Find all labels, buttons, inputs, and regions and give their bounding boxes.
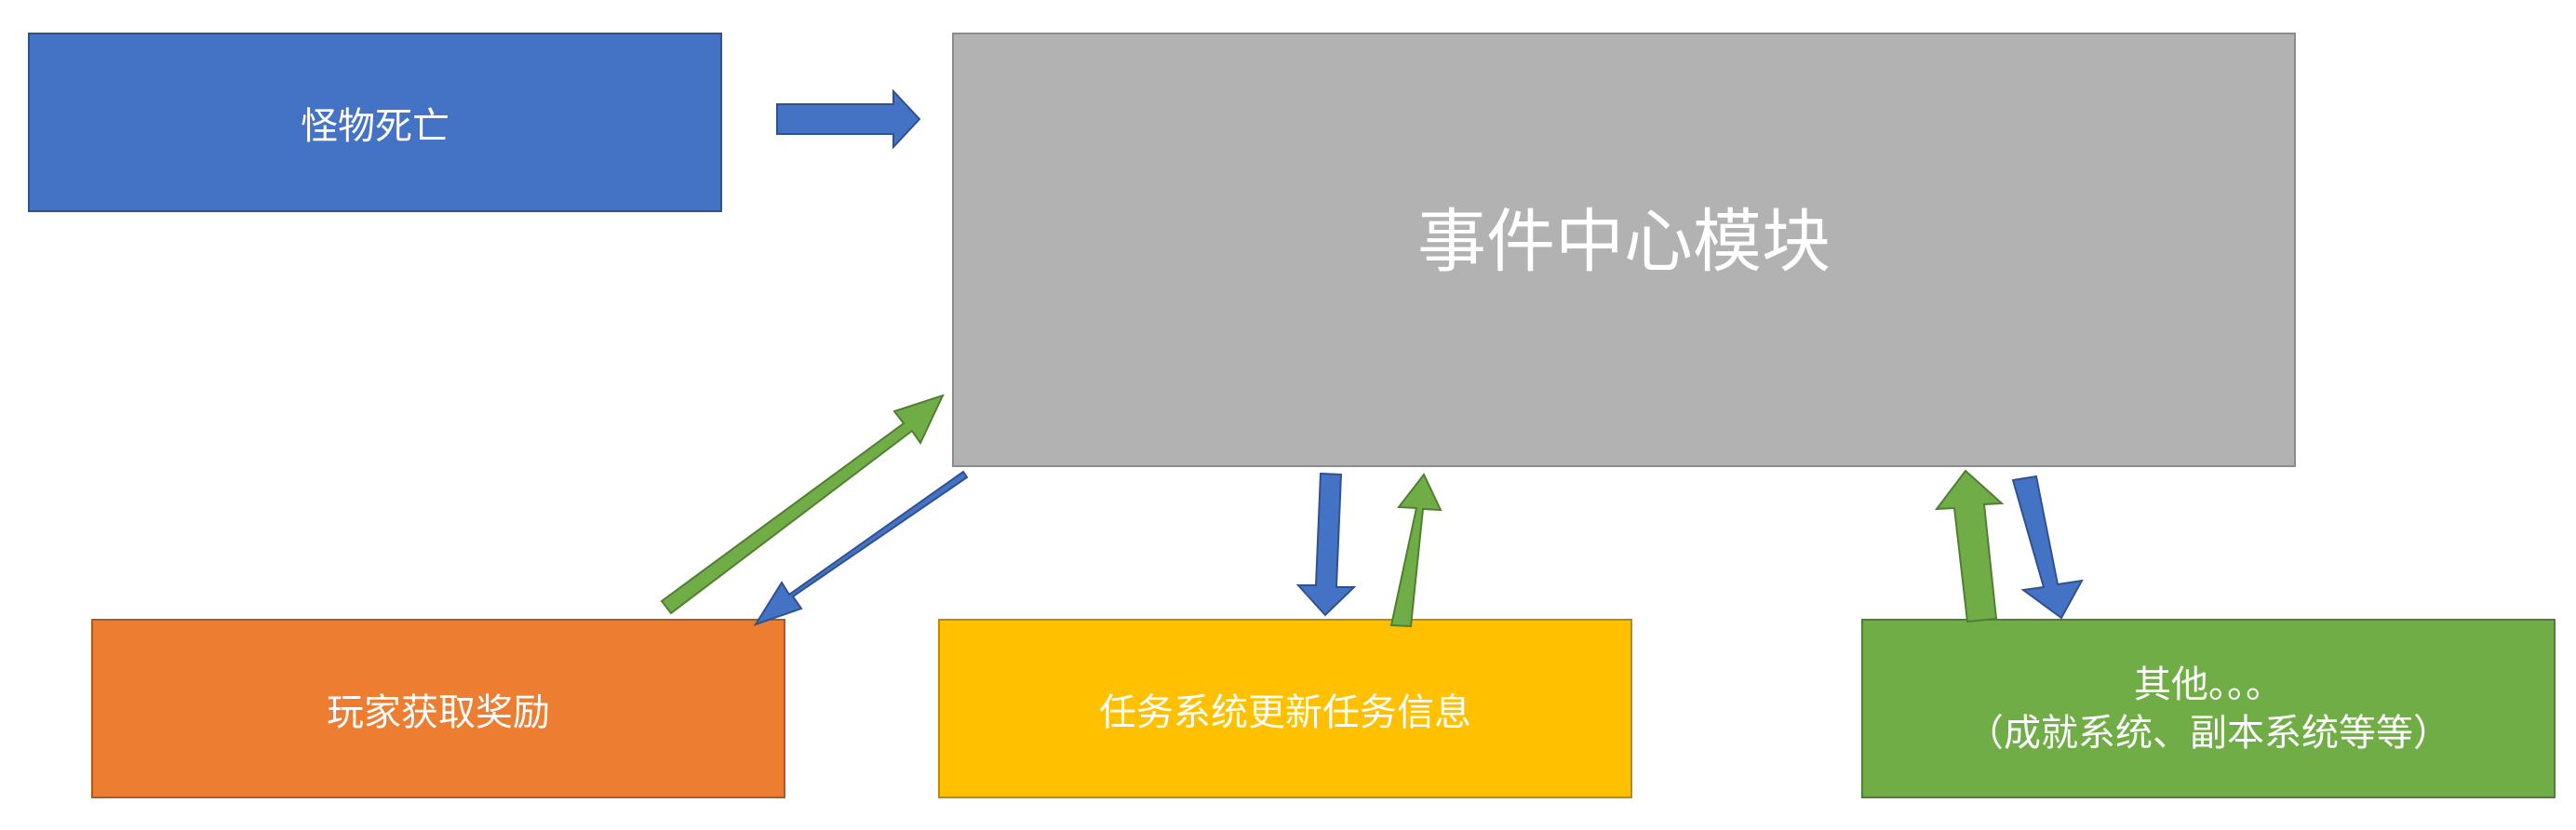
other-systems-label-line1: 其他。。。 [2134, 663, 2283, 706]
other-systems-box: 其他。。。 （成就系统、副本系统等等） [1861, 619, 2556, 798]
arrow-other-to-center [1934, 469, 2005, 623]
player-reward-label: 玩家获取奖励 [327, 690, 550, 734]
arrow-center-to-task [1295, 473, 1357, 617]
arrow-center-to-reward [753, 470, 969, 626]
arrow-center-to-other [2011, 475, 2084, 620]
arrow-monster-to-center [776, 88, 921, 150]
task-update-label: 任务系统更新任务信息 [1099, 690, 1471, 734]
event-center-box: 事件中心模块 [952, 33, 2296, 467]
player-reward-box: 玩家获取奖励 [91, 619, 785, 798]
task-update-box: 任务系统更新任务信息 [938, 619, 1632, 798]
monster-death-box: 怪物死亡 [28, 33, 722, 212]
arrow-reward-to-center [660, 394, 945, 615]
event-center-label: 事件中心模块 [1417, 202, 1831, 282]
other-systems-label-line2: （成就系统、副本系统等等） [1966, 711, 2450, 755]
arrow-task-to-center [1389, 473, 1442, 628]
monster-death-label: 怪物死亡 [301, 104, 449, 148]
